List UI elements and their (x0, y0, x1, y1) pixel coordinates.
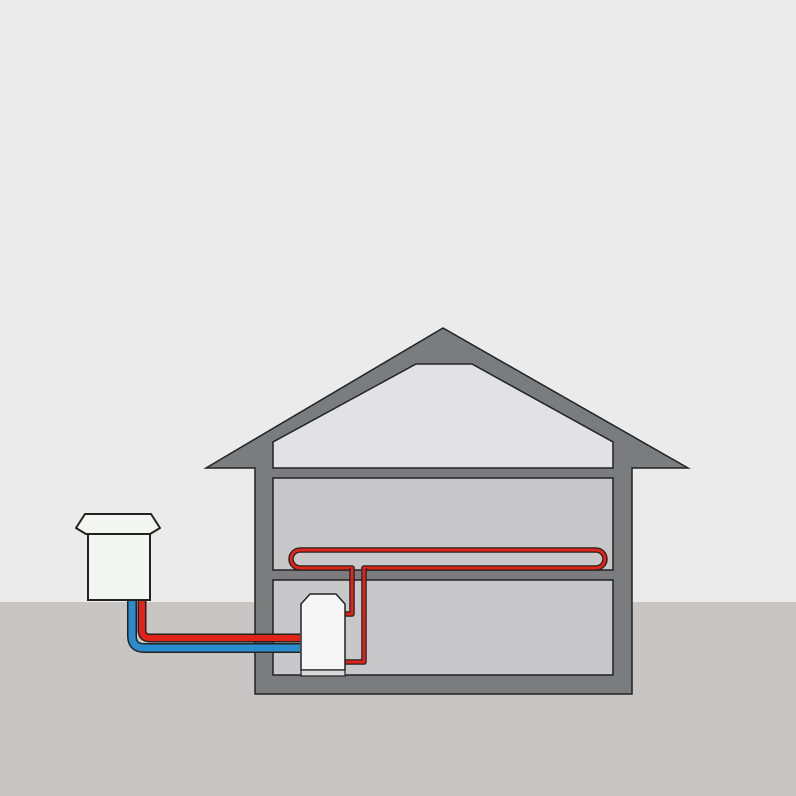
outdoor-pipes (127, 600, 300, 653)
heating-riser-pipes (345, 568, 367, 665)
cold-pipe (128, 600, 300, 652)
floor-heating-loop (288, 547, 608, 571)
outdoor-unit (75, 513, 161, 601)
attic-space (272, 363, 614, 469)
upper-floor-room (272, 477, 614, 571)
hot-pipe (139, 600, 300, 641)
indoor-heat-pump (300, 593, 346, 677)
